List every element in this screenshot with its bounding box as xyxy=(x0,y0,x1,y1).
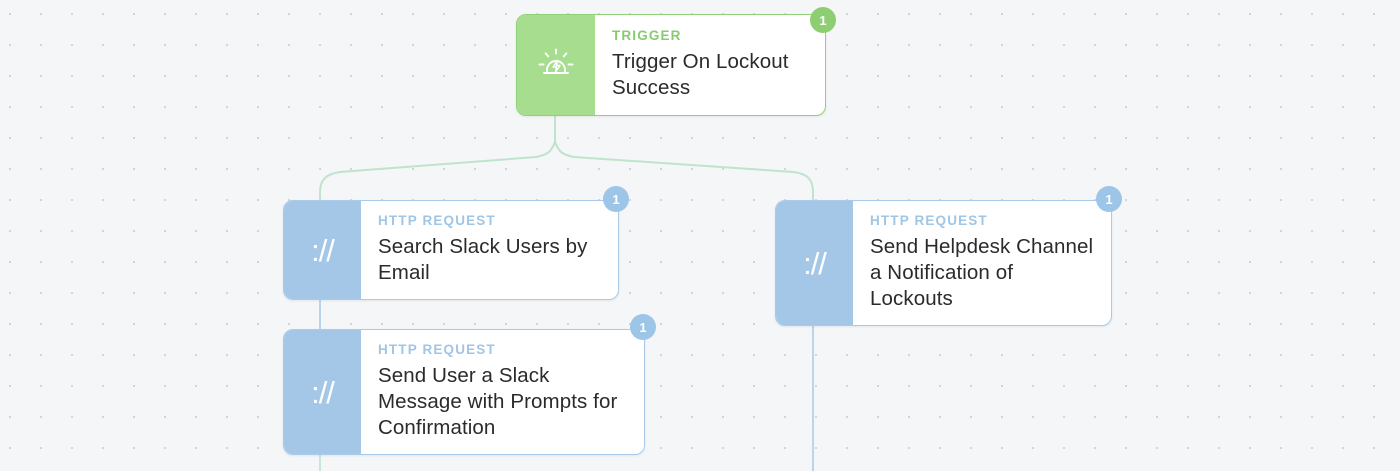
http-protocol-icon: :// xyxy=(311,232,335,268)
http-node-kicker: HTTP REQUEST xyxy=(378,213,496,229)
node-send-helpdesk-channel-a-notification-of-lockouts[interactable]: :// HTTP REQUEST Send Helpdesk Channel a… xyxy=(775,200,1112,326)
http-node-body: HTTP REQUEST Send User a Slack Message w… xyxy=(361,330,644,454)
http-icon-panel: :// xyxy=(776,201,853,325)
node-search-slack-users-by-email[interactable]: :// HTTP REQUEST Search Slack Users by E… xyxy=(283,200,619,300)
send-user-slack-message-badge-count[interactable]: 1 xyxy=(630,314,656,340)
node-send-user-a-slack-message-with-prompts-for-confirmation[interactable]: :// HTTP REQUEST Send User a Slack Messa… xyxy=(283,329,645,455)
trigger-icon-panel xyxy=(517,15,595,115)
trigger-kicker: TRIGGER xyxy=(612,28,682,44)
http-node-title: Send User a Slack Message with Prompts f… xyxy=(378,363,618,439)
http-node-kicker: HTTP REQUEST xyxy=(870,213,988,229)
connector-trigger-to-left-branch xyxy=(319,141,556,201)
http-node-title: Search Slack Users by Email xyxy=(378,234,588,284)
trigger-body: TRIGGER Trigger On Lockout Success xyxy=(595,15,825,115)
search-slack-users-badge-count[interactable]: 1 xyxy=(603,186,629,212)
trigger-badge-count[interactable]: 1 xyxy=(810,7,836,33)
http-icon-panel: :// xyxy=(284,330,361,454)
siren-icon xyxy=(538,48,574,82)
http-icon-panel: :// xyxy=(284,201,361,299)
node-trigger-on-lockout-success[interactable]: TRIGGER Trigger On Lockout Success xyxy=(516,14,826,116)
connector-trigger-to-right-branch xyxy=(554,141,814,201)
http-node-title: Send Helpdesk Channel a Notification of … xyxy=(870,234,1094,310)
send-helpdesk-notification-badge-count[interactable]: 1 xyxy=(1096,186,1122,212)
http-protocol-icon: :// xyxy=(803,245,827,281)
trigger-title: Trigger On Lockout Success xyxy=(612,49,789,99)
http-node-body: HTTP REQUEST Send Helpdesk Channel a Not… xyxy=(853,201,1111,325)
http-node-body: HTTP REQUEST Search Slack Users by Email xyxy=(361,201,618,299)
http-protocol-icon: :// xyxy=(311,374,335,410)
http-node-kicker: HTTP REQUEST xyxy=(378,342,496,358)
